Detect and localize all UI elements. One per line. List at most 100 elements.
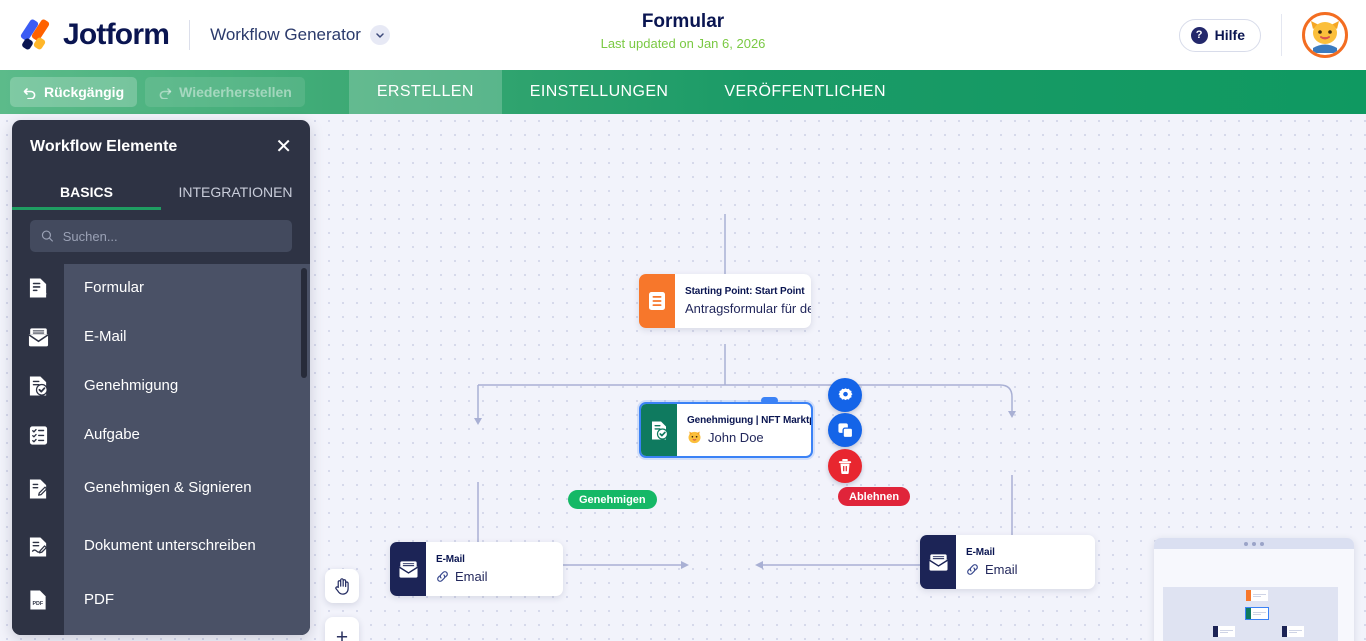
sidebar-item-label: E-Mail xyxy=(64,312,310,362)
copy-icon xyxy=(837,422,853,438)
user-avatar[interactable] xyxy=(1302,12,1348,58)
sidebar-item-label: Genehmigen & Signieren xyxy=(64,459,310,518)
minimap-node-approval xyxy=(1245,607,1269,620)
tab-erstellen[interactable]: ERSTELLEN xyxy=(348,70,502,114)
minimap-node-email-left xyxy=(1213,626,1235,637)
gear-icon xyxy=(838,387,852,400)
node-email-rejected[interactable]: E-Mail Email xyxy=(920,535,1095,589)
redo-icon xyxy=(159,88,172,99)
node-email-approved[interactable]: E-Mail Email xyxy=(390,542,563,596)
node-start-point[interactable]: Starting Point: Start Point Antragsformu… xyxy=(639,274,811,328)
redo-label: Wiederherstellen xyxy=(179,84,292,100)
editor-tabs: ERSTELLEN EINSTELLUNGEN VERÖFFENTLICHEN xyxy=(348,70,914,114)
header-right-actions: ? Hilfe xyxy=(1178,0,1366,70)
pan-tool-button[interactable] xyxy=(325,569,359,603)
minimap-node-start xyxy=(1246,590,1268,601)
svg-text:PDF: PDF xyxy=(32,601,43,607)
node-duplicate-button[interactable] xyxy=(828,413,862,447)
header-divider xyxy=(189,20,191,50)
sign-document-icon xyxy=(12,517,64,576)
assignee-avatar-icon xyxy=(688,431,701,444)
chevron-down-icon[interactable] xyxy=(369,25,390,45)
undo-button[interactable]: Rückgängig xyxy=(10,77,138,107)
app-header: Jotform Workflow Generator Formular Last… xyxy=(0,0,1366,70)
sidebar-item-label: Aufgabe xyxy=(64,410,310,460)
tab-einstellungen[interactable]: EINSTELLUNGEN xyxy=(529,83,669,100)
node-settings-button[interactable] xyxy=(828,378,862,412)
sidebar-item-pdf[interactable]: PDF PDF xyxy=(12,575,310,625)
node-drag-handle[interactable] xyxy=(761,397,778,404)
panel-tabs: BASICS INTEGRATIONEN xyxy=(12,174,310,210)
pdf-icon: PDF xyxy=(12,575,64,625)
email-icon xyxy=(12,312,64,362)
sidebar-item-team-genehmigung[interactable]: Team-Genehmigung xyxy=(12,624,310,635)
sidebar-item-formular[interactable]: Formular xyxy=(12,264,310,313)
panel-title: Workflow Elemente xyxy=(30,138,178,155)
task-icon xyxy=(12,410,64,460)
editor-toolbar: Rückgängig Wiederherstellen ERSTELLEN EI… xyxy=(0,70,1366,114)
node-subtitle: Email xyxy=(455,569,488,584)
branch-label-approve[interactable]: Genehmigen xyxy=(568,490,657,509)
sidebar-item-label: Genehmigung xyxy=(64,361,310,411)
tab-veroeffentlichen[interactable]: VERÖFFENTLICHEN xyxy=(724,83,886,100)
tab-basics[interactable]: BASICS xyxy=(12,174,161,210)
help-button-label: Hilfe xyxy=(1214,27,1245,43)
undo-icon xyxy=(23,88,36,99)
form-icon xyxy=(12,264,64,313)
sidebar-item-email[interactable]: E-Mail xyxy=(12,312,310,362)
zoom-in-button[interactable]: + xyxy=(335,626,349,641)
tab-integrationen[interactable]: INTEGRATIONEN xyxy=(178,184,293,200)
sidebar-item-aufgabe[interactable]: Aufgabe xyxy=(12,410,310,460)
last-updated-text: Last updated on Jan 6, 2026 xyxy=(600,36,766,51)
sidebar-item-label: Dokument unterschreiben xyxy=(64,517,310,576)
sidebar-scrollbar[interactable] xyxy=(301,268,307,378)
node-title: E-Mail xyxy=(966,547,995,558)
search-container xyxy=(12,210,310,264)
node-delete-button[interactable] xyxy=(828,449,862,483)
email-icon xyxy=(390,542,426,596)
page-title: Formular xyxy=(641,11,725,32)
search-icon xyxy=(41,230,53,242)
sidebar-item-genehmigung[interactable]: Genehmigung xyxy=(12,361,310,411)
sidebar-item-genehmigen-signieren[interactable]: Genehmigen & Signieren xyxy=(12,459,310,518)
node-subtitle-row: Email xyxy=(966,562,1018,577)
link-icon xyxy=(967,564,978,575)
header-divider-2 xyxy=(1281,14,1282,56)
approval-icon xyxy=(641,404,677,456)
elements-list[interactable]: Formular E-Mail xyxy=(12,264,310,635)
minimap-node-email-right xyxy=(1282,626,1304,637)
hand-icon xyxy=(334,577,349,595)
node-title: Genehmigung | NFT Marktpl... xyxy=(687,415,813,426)
assignee-name: John Doe xyxy=(708,430,764,445)
sidebar-item-label: Team-Genehmigung xyxy=(64,624,310,635)
branch-label-reject[interactable]: Ablehnen xyxy=(838,487,911,506)
brand-name: Jotform xyxy=(63,18,170,51)
undo-label: Rückgängig xyxy=(44,84,125,100)
product-switcher[interactable]: Workflow Generator xyxy=(210,25,390,45)
node-title: Starting Point: Start Point xyxy=(685,286,805,297)
sidebar-item-dokument-unterschreiben[interactable]: Dokument unterschreiben xyxy=(12,517,310,576)
search-box[interactable] xyxy=(30,220,292,252)
workflow-elements-panel: Workflow Elemente ✕ BASICS INTEGRATIONEN xyxy=(12,120,310,635)
trash-icon xyxy=(838,458,852,474)
email-icon xyxy=(920,535,956,589)
close-icon[interactable]: ✕ xyxy=(275,136,292,158)
panel-header: Workflow Elemente ✕ xyxy=(12,120,310,174)
help-button[interactable]: ? Hilfe xyxy=(1178,18,1261,52)
jotform-logo-icon xyxy=(19,18,54,51)
question-mark-icon: ? xyxy=(1190,26,1208,44)
node-approval[interactable]: Genehmigung | NFT Marktpl... John Doe xyxy=(639,402,813,458)
link-icon xyxy=(437,571,448,582)
minimap-panel[interactable] xyxy=(1154,538,1354,641)
product-name: Workflow Generator xyxy=(210,25,361,44)
sidebar-item-label: PDF xyxy=(64,575,310,625)
redo-button[interactable]: Wiederherstellen xyxy=(145,77,305,107)
jotform-logo[interactable]: Jotform xyxy=(19,18,170,52)
document-title-block: Formular Last updated on Jan 6, 2026 xyxy=(0,11,1366,51)
sidebar-item-label: Formular xyxy=(64,264,310,313)
minimap-titlebar xyxy=(1154,538,1354,549)
zoom-controls: + 60% − xyxy=(325,617,359,641)
search-input[interactable] xyxy=(62,228,281,244)
node-subtitle: Antragsformular für den M... xyxy=(685,301,811,316)
node-subtitle-row: Email xyxy=(436,569,488,584)
